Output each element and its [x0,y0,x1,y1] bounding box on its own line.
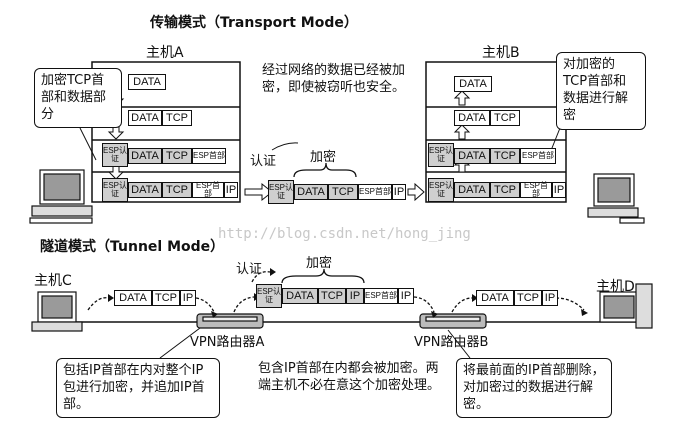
tunnel-enc-ip: IP [346,288,364,304]
host-b-data-box: DATA [454,76,492,92]
host-a-esp-auth: ESP认证 [102,143,128,167]
callout-decrypt-tcp: 对加密的TCP首部和数据进行解密 [556,52,646,130]
transport-flow-arrows [244,182,425,202]
host-a-enc-data: DATA [128,148,162,164]
host-c-ip: IP [180,290,196,306]
host-a-enc-data-2: DATA [128,182,162,198]
tunnel-callout-pointers [159,327,471,359]
host-a-esp-header: ESP首部 [192,148,226,164]
tunnel-flow-arrows [87,271,585,313]
tunnel-mode-title: 隧道模式（Tunnel Mode） [40,239,225,255]
net-ip: IP [392,184,406,200]
callout-tunnel-decrypt: 将最前面的IP首部删除，对加密过的数据进行解密。 [456,358,612,418]
transport-auth-label: 认证 [250,154,277,169]
host-b-esp-auth-2: ESP认证 [428,178,454,202]
host-b-enc-tcp-2: TCP [490,182,520,198]
host-b-enc-data: DATA [454,148,490,164]
host-b-data-box-2: DATA [454,110,490,126]
host-a-label: 主机A [146,45,184,61]
host-c-label: 主机C [34,273,72,289]
vpn-router-a-icon [196,313,264,329]
host-d-tcp: TCP [514,290,542,306]
net-enc-tcp: TCP [328,184,358,200]
host-b-esp-auth: ESP认证 [428,143,454,167]
computer-icon-a [29,169,93,224]
callout-tunnel-encrypt: 包括IP首部在内对整个IP包进行加密，并追加IP首部。 [56,358,220,418]
host-a-data-box: DATA [128,74,166,90]
watermark-url: http://blog.csdn.net/hong_jing [218,226,471,242]
host-a-enc-tcp: TCP [162,148,192,164]
tunnel-encrypt-brace [281,268,365,284]
transport-encrypt-brace [293,162,357,178]
host-b-enc-data-2: DATA [454,182,490,198]
tunnel-esp-auth: ESP认证 [256,284,282,308]
host-a-stack [91,61,241,203]
host-a-ip: IP [224,182,238,198]
computer-icon-c [31,291,83,332]
host-b-stack [425,61,567,203]
host-b-label: 主机B [482,45,520,61]
host-b-esp-header-2: ESP首部 [520,182,552,198]
transport-note: 经过网络的数据已经被加密，即使被窃听也安全。 [262,63,406,95]
tunnel-esp-header: ESP首部 [364,288,398,304]
net-esp-auth: ESP认证 [268,180,294,204]
host-d-label: 主机D [596,279,635,295]
host-d-data: DATA [476,290,514,306]
host-d-ip: IP [542,290,558,306]
tunnel-arrow-heads [108,268,588,318]
tunnel-note: 包含IP首部在内都会被加密。两端主机不必在意这个加密处理。 [258,361,441,393]
transport-mode-title: 传输模式（Transport Mode） [150,15,358,31]
host-b-tcp-box: TCP [490,110,520,126]
computer-icon-b [587,173,645,224]
net-esp-header: ESP首部 [358,184,392,200]
net-enc-data: DATA [294,184,328,200]
vpn-router-b-icon [419,313,487,329]
host-b-esp-header: ESP首部 [520,148,556,164]
tunnel-enc-tcp: TCP [318,288,346,304]
host-b-enc-tcp: TCP [490,148,520,164]
host-a-tcp-box: TCP [162,110,192,126]
tunnel-outer-ip: IP [398,288,414,304]
host-a-enc-tcp-2: TCP [162,182,192,198]
host-b-ip: IP [552,182,566,198]
host-c-data: DATA [114,290,152,306]
host-c-tcp: TCP [152,290,180,306]
tunnel-enc-data: DATA [282,288,318,304]
host-a-esp-auth-2: ESP认证 [102,178,128,202]
host-a-esp-header-2: ESP首部 [192,182,224,198]
tunnel-auth-label: 认证 [236,262,263,277]
tunnel-encrypt-label: 加密 [306,256,333,271]
computer-icon-d [599,283,653,329]
host-a-data-box-2: DATA [128,110,162,126]
transport-encrypt-label: 加密 [310,150,337,165]
vpn-router-b-label: VPN路由器B [414,335,489,350]
vpn-router-a-label: VPN路由器A [190,335,265,350]
callout-encrypt-tcp: 加密TCP首部和数据部分 [34,68,122,128]
